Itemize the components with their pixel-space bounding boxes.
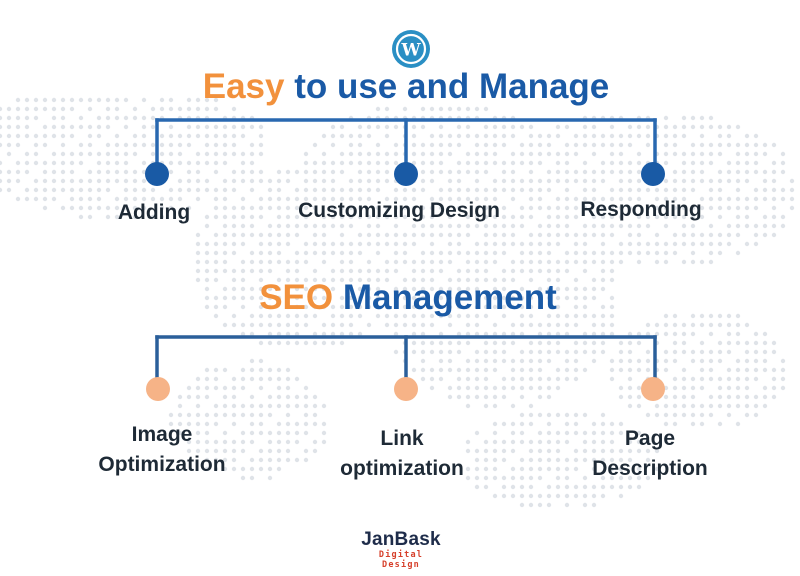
seo-heading-highlight: SEO (259, 278, 334, 317)
svg-text:W: W (400, 41, 421, 61)
label-image-line1: Image (131, 423, 193, 446)
brand-name: JanBask (361, 529, 441, 550)
seo-heading-rest: Management (333, 278, 557, 317)
label-responding: Responding (580, 198, 702, 221)
wordpress-logo-icon: W (392, 30, 430, 68)
label-link-line2: optimization (340, 457, 464, 480)
node-dot-adding (145, 162, 169, 186)
label-page-line1: Page (624, 427, 676, 450)
node-dot-customizing (394, 162, 418, 186)
node-dot-image-optimization (146, 377, 170, 401)
label-link-optimization: Link optimization (322, 424, 482, 484)
label-image-optimization: Image Optimization (80, 420, 244, 480)
node-dot-responding (641, 162, 665, 186)
heading-rest: to use and Manage (284, 67, 610, 106)
node-dot-page-description (641, 377, 665, 401)
label-image-line2: Optimization (98, 453, 226, 476)
label-link-line1: Link (380, 427, 424, 450)
brand-subtitle: Digital Design (378, 550, 424, 570)
label-page-description: Page Description (578, 424, 722, 484)
heading-easy-to-use: Easy to use and Manage (6, 67, 800, 107)
heading-highlight: Easy (202, 67, 285, 106)
heading-seo-management: SEO Management (8, 278, 800, 318)
label-customizing-design: Customizing Design (298, 199, 500, 222)
label-adding: Adding (117, 201, 191, 224)
node-dot-link-optimization (394, 377, 418, 401)
label-page-line2: Description (592, 457, 708, 480)
janbask-brand-logo: JanBask Digital Design (357, 529, 445, 571)
